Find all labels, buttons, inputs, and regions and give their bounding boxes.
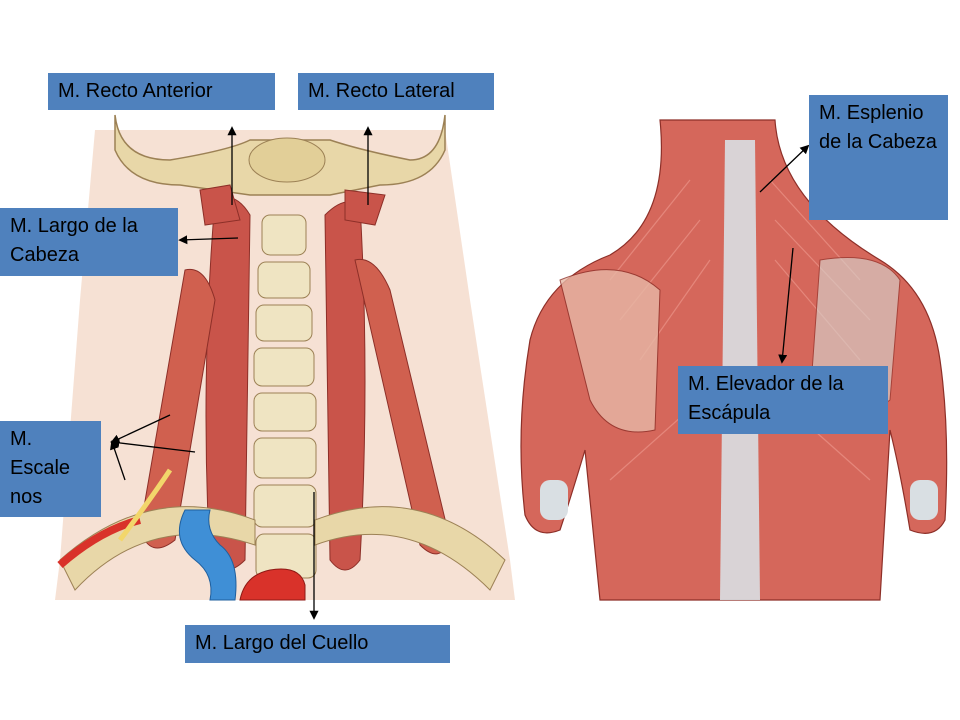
arm-tendon-right <box>910 480 938 520</box>
label-escalenos: M. Escale nos <box>0 421 101 517</box>
label-recto-anterior: M. Recto Anterior <box>48 73 275 110</box>
pointer-lines <box>110 126 810 620</box>
cervical-spine <box>253 214 317 579</box>
pointer-escalenos-2 <box>110 438 196 453</box>
anterior-neck-illustration <box>55 114 515 601</box>
label-elevador-escapula: M. Elevador de la Escápula <box>678 366 888 434</box>
rectus-capitis-right <box>344 189 386 226</box>
scapula-left <box>559 269 661 433</box>
pointer-elevador <box>778 247 794 364</box>
rectus-capitis-left <box>199 184 241 226</box>
brachial-plexus <box>117 468 173 542</box>
pointer-escalenos-3 <box>110 440 126 481</box>
occipital-condyle <box>248 137 326 183</box>
vein <box>178 509 237 601</box>
label-largo-cuello: M. Largo del Cuello <box>185 625 450 663</box>
pointer-escalenos-1 <box>110 414 171 444</box>
label-esplenio-cabeza: M. Esplenio de la Cabeza <box>809 95 948 220</box>
arm-tendon-left <box>540 480 568 520</box>
label-largo-cabeza: M. Largo de la Cabeza <box>0 208 178 276</box>
pointer-largo-cabeza <box>178 235 239 245</box>
artery <box>239 568 306 601</box>
first-rib-right <box>314 506 506 591</box>
pointer-esplenio <box>759 144 810 193</box>
label-recto-lateral: M. Recto Lateral <box>298 73 494 110</box>
